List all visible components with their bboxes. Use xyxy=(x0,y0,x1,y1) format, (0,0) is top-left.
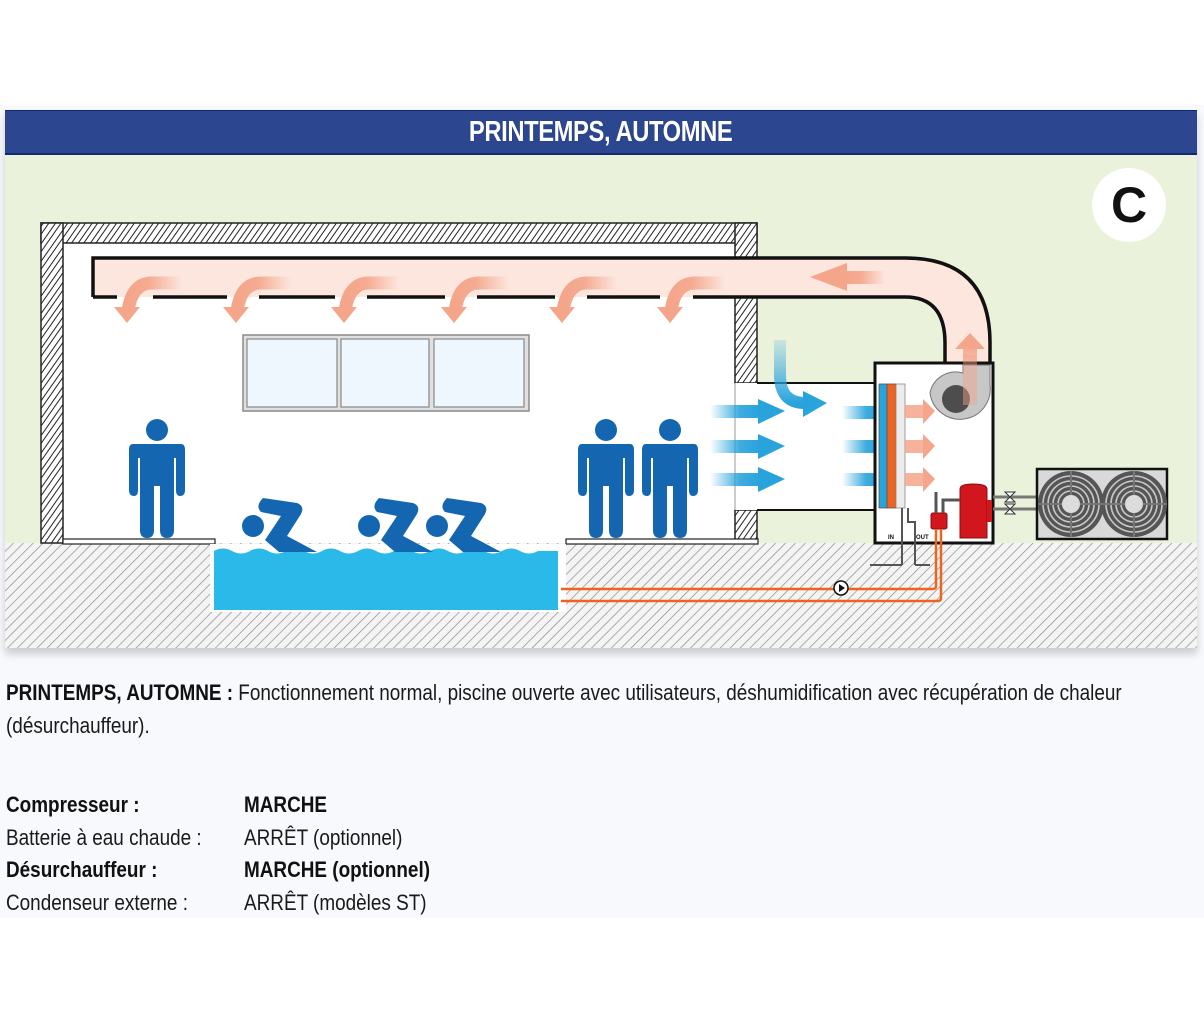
diagram-panel: PRINTEMPS, AUTOMNE xyxy=(5,110,1197,648)
status-row-compressor: Compresseur : MARCHE xyxy=(6,789,460,822)
hot-water-coil xyxy=(895,383,906,509)
status-label: Compresseur : xyxy=(6,792,140,817)
status-row-external-condenser: Condenseur externe : ARRÊT (modèles ST) xyxy=(6,887,460,920)
pool-water xyxy=(214,548,558,610)
refrigerant-lines xyxy=(993,491,1037,515)
status-value: MARCHE (optionnel) xyxy=(244,857,431,882)
panel-title: PRINTEMPS, AUTOMNE xyxy=(469,115,733,148)
ground xyxy=(5,543,1197,648)
dehumidifier-unit: IN OUT xyxy=(870,355,995,566)
hot-water-pipes xyxy=(561,529,943,603)
window xyxy=(242,334,530,412)
status-value: ARRÊT (modèles ST) xyxy=(244,889,427,915)
status-label: Condenseur externe : xyxy=(6,889,188,915)
status-label: Désurchauffeur : xyxy=(6,857,158,882)
compressor xyxy=(959,483,988,539)
right-wall-lower xyxy=(734,509,758,544)
status-row-hot-water-coil: Batterie à eau chaude : ARRÊT (optionnel… xyxy=(6,822,460,855)
external-condenser xyxy=(1035,467,1169,541)
roof-wall xyxy=(40,222,758,244)
status-value: MARCHE xyxy=(244,792,328,817)
title-bar: PRINTEMPS, AUTOMNE xyxy=(5,110,1197,155)
operation-diagram: IN OUT xyxy=(5,155,1197,648)
left-wall xyxy=(40,222,64,544)
status-label: Batterie à eau chaude : xyxy=(6,824,202,850)
component-status-list: Compresseur : MARCHE Batterie à eau chau… xyxy=(6,789,460,919)
supply-air-duct xyxy=(93,258,990,365)
in-label: IN xyxy=(888,535,894,541)
mode-description: PRINTEMPS, AUTOMNE : Fonctionnement norm… xyxy=(6,676,1186,742)
hot-coil xyxy=(886,383,897,509)
diagram-svg: IN OUT xyxy=(5,222,1197,648)
status-row-desuperheater: Désurchauffeur : MARCHE (optionnel) xyxy=(6,854,460,887)
description-title: PRINTEMPS, AUTOMNE : xyxy=(6,680,234,705)
cool-air-arrows xyxy=(710,340,882,492)
out-label: OUT xyxy=(916,535,929,541)
left-deck xyxy=(62,538,216,545)
cold-coil xyxy=(878,383,888,509)
condenser-fan-icon xyxy=(1037,470,1105,538)
right-deck xyxy=(565,538,759,545)
fan-icon xyxy=(929,364,991,420)
condenser-fan-icon xyxy=(1100,470,1168,538)
desuperheater xyxy=(930,512,948,530)
mode-letter: C xyxy=(1110,177,1148,233)
mode-badge: C xyxy=(1092,168,1166,242)
warm-air-arrows-unit xyxy=(905,355,977,492)
right-wall-upper xyxy=(734,222,758,384)
status-value: ARRÊT (optionnel) xyxy=(244,824,403,850)
description-text: Fonctionnement normal, piscine ouverte a… xyxy=(6,680,1122,738)
